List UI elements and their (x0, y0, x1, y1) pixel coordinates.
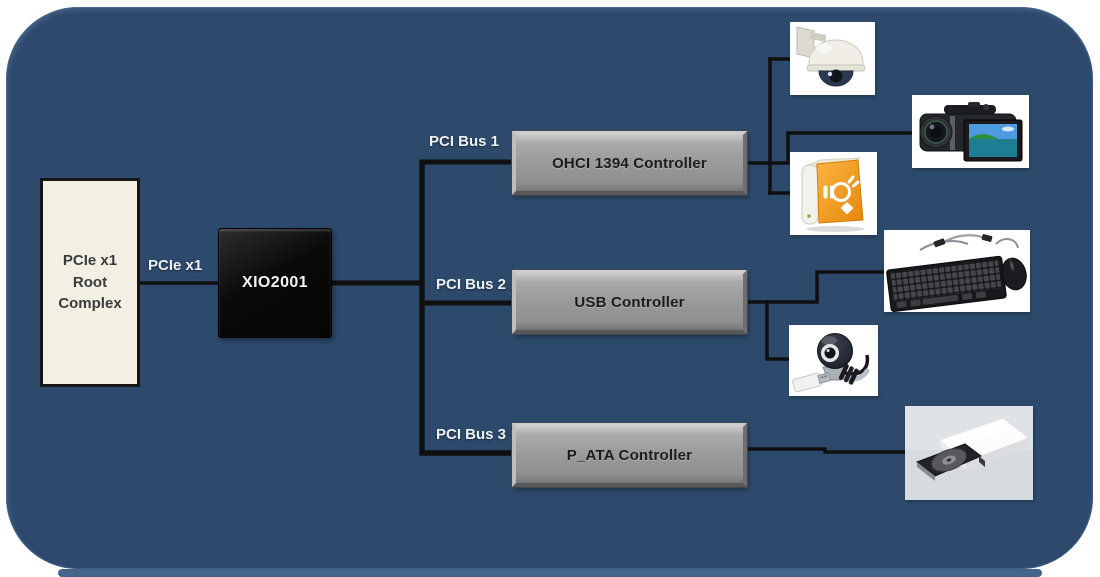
panel-bottom-highlight (58, 569, 1042, 577)
usb-controller-node: USB Controller (512, 270, 747, 334)
keyboard-mouse-icon (886, 234, 1027, 312)
wire-usb-to-webcam (765, 300, 792, 361)
camcorder-image (912, 95, 1029, 168)
pci-bus2-label: PCI Bus 2 (436, 276, 507, 293)
wire-usb-to-keyboard (746, 270, 887, 304)
ohci-1394-controller-node: OHCI 1394 Controller (512, 131, 747, 195)
firewire-drive-icon (801, 157, 864, 232)
firewire-drive-image (790, 152, 877, 235)
webcam-icon (792, 333, 870, 393)
optical-drive-image (905, 406, 1033, 500)
camcorder-icon (919, 102, 1023, 162)
security-camera-icon (796, 26, 866, 87)
pci-bus3-label: PCI Bus 3 (436, 426, 507, 443)
wire-ohci-to-camcorder (746, 131, 914, 165)
optical-drive-icon (905, 406, 1033, 481)
wire-pata-to-optical (746, 447, 908, 454)
root-complex-node: PCIe x1 Root Complex (40, 178, 140, 387)
keyboard-mouse-image (884, 230, 1030, 312)
pata-controller-node: P_ATA Controller (512, 423, 747, 487)
bridge-node-xio2001: XIO2001 (218, 228, 332, 338)
webcam-image (789, 325, 878, 396)
pcie-link-label: PCIe x1 (148, 257, 203, 274)
pci-bus1-label: PCI Bus 1 (429, 133, 500, 150)
security-camera-image (790, 22, 875, 95)
